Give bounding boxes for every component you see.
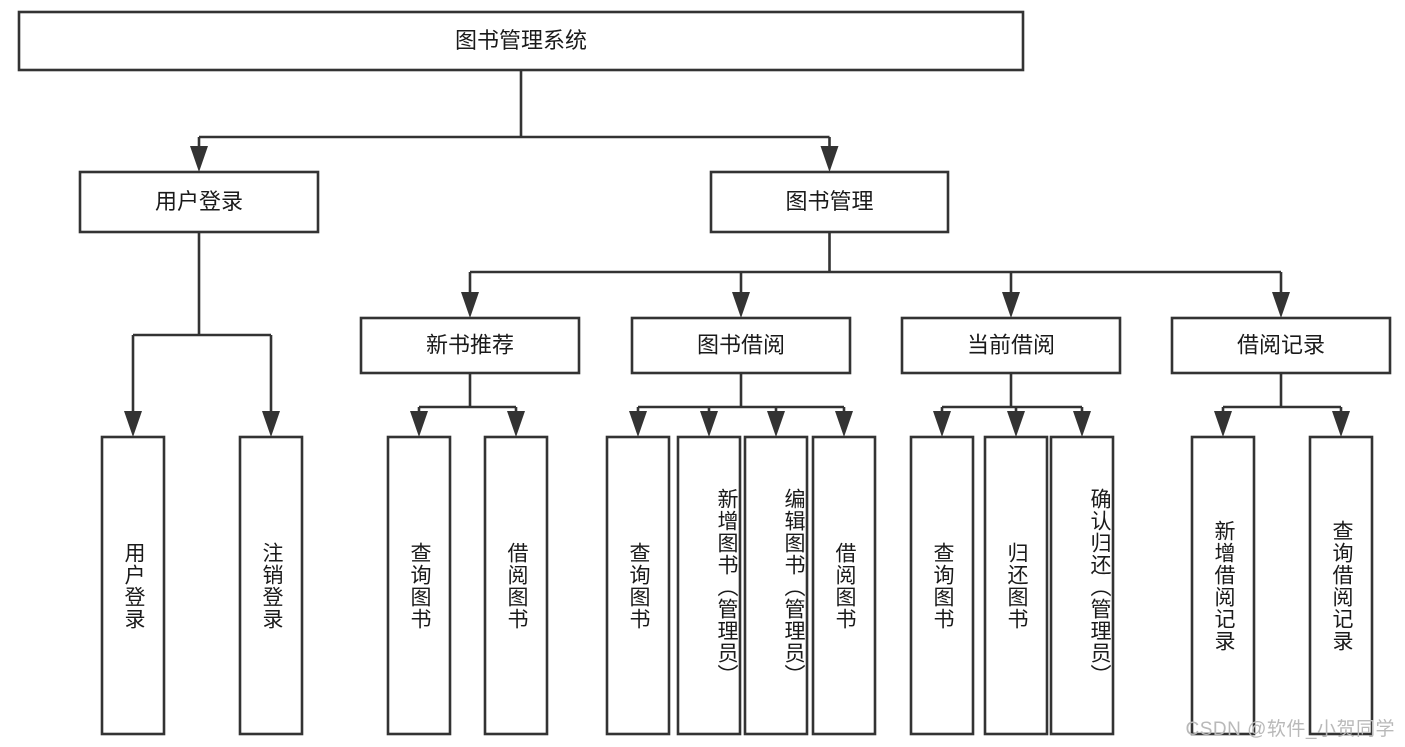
- arrow-head: [1002, 292, 1020, 318]
- arrow-head: [262, 411, 280, 437]
- arrow-head: [767, 411, 785, 437]
- node-current-borrow[interactable]: [900, 316, 1122, 375]
- node-leaf-user-logout[interactable]: [238, 435, 304, 736]
- node-leaf-borrow-book-recommend[interactable]: [483, 435, 549, 736]
- node-label-book-management: 图书管理: [785, 189, 873, 214]
- arrow-head: [461, 292, 479, 318]
- node-leaf-add-book[interactable]: [676, 435, 742, 736]
- arrow-head: [1214, 411, 1232, 437]
- arrow-head: [124, 411, 142, 437]
- node-leaf-query-book-recommend[interactable]: [386, 435, 452, 736]
- node-leaf-add-borrow-record[interactable]: [1190, 435, 1256, 736]
- node-borrow-record[interactable]: [1170, 316, 1392, 375]
- node-root-root[interactable]: [17, 10, 1025, 72]
- connector-layer: [124, 70, 1350, 437]
- arrow-head: [1332, 411, 1350, 437]
- node-box-layer: [17, 10, 1392, 736]
- node-label-new-book-recommend: 新书推荐: [426, 332, 514, 357]
- csdn-watermark: CSDN @软件_小贺同学: [1185, 719, 1395, 740]
- node-label-user-login: 用户登录: [155, 189, 243, 214]
- node-leaf-return-book[interactable]: [983, 435, 1049, 736]
- node-label-current-borrow: 当前借阅: [967, 332, 1055, 357]
- arrow-head: [820, 146, 839, 172]
- arrow-head: [835, 411, 853, 437]
- node-book-management[interactable]: [709, 170, 950, 234]
- node-new-book-recommend[interactable]: [359, 316, 581, 375]
- node-label-book-borrow: 图书借阅: [697, 332, 785, 357]
- node-leaf-query-book-current[interactable]: [909, 435, 975, 736]
- node-leaf-user-login[interactable]: [100, 435, 166, 736]
- arrow-head: [1073, 411, 1091, 437]
- node-leaf-edit-book[interactable]: [743, 435, 809, 736]
- arrow-head: [1272, 292, 1290, 318]
- node-leaf-query-borrow-record[interactable]: [1308, 435, 1374, 736]
- node-leaf-confirm-return[interactable]: [1049, 435, 1115, 736]
- arrow-head: [933, 411, 951, 437]
- arrow-head: [410, 411, 428, 437]
- node-label-root: 图书管理系统: [455, 28, 587, 53]
- arrow-head: [1007, 411, 1025, 437]
- arrow-head: [507, 411, 525, 437]
- node-label-borrow-record: 借阅记录: [1237, 332, 1325, 357]
- node-leaf-borrow-book[interactable]: [811, 435, 877, 736]
- arrow-head: [629, 411, 647, 437]
- arrow-head: [732, 292, 750, 318]
- arrow-head: [190, 146, 208, 172]
- node-user-login[interactable]: [78, 170, 320, 234]
- arrow-head: [700, 411, 718, 437]
- node-leaf-query-book-borrow[interactable]: [605, 435, 671, 736]
- node-book-borrow[interactable]: [630, 316, 852, 375]
